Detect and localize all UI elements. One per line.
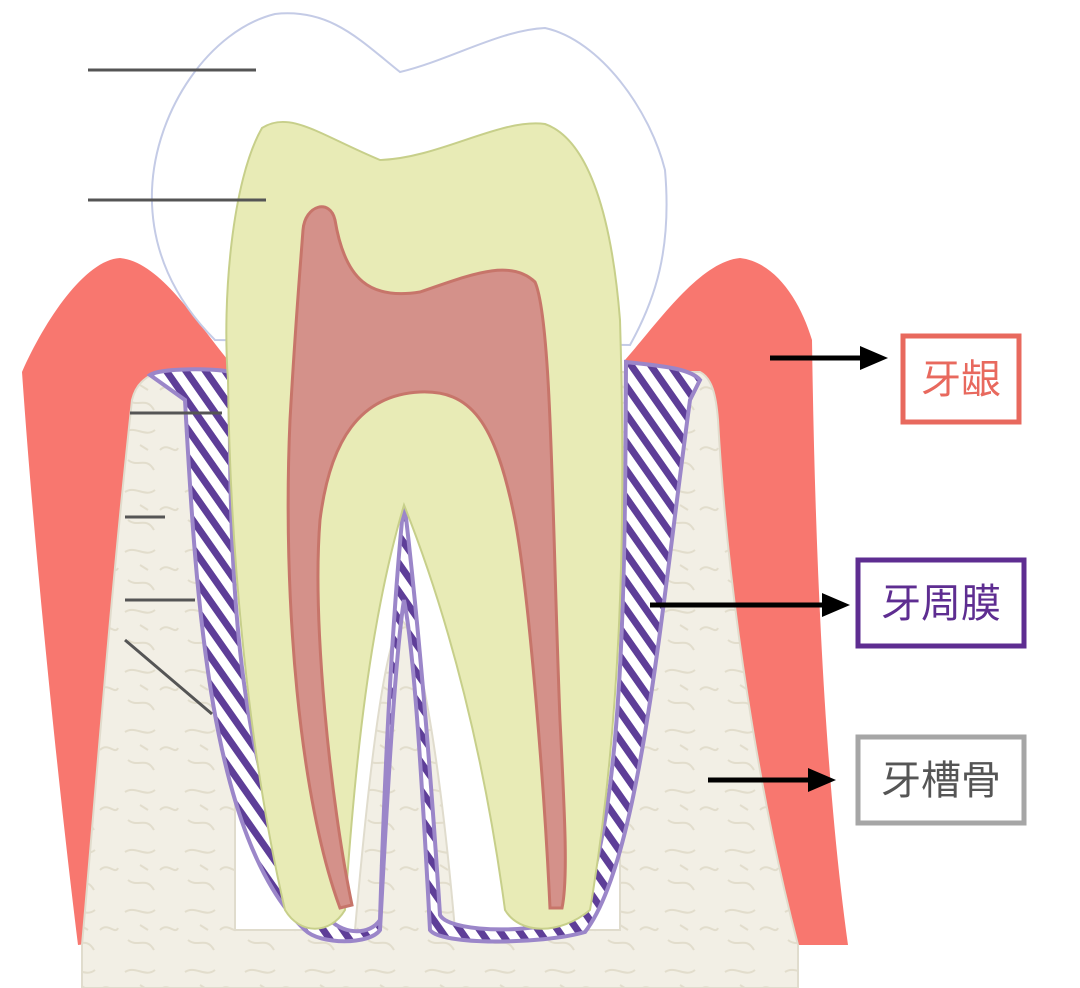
label-periodontal-ligament: 牙周膜 (881, 581, 1001, 627)
label-box-gingiva: 牙龈 (903, 336, 1019, 422)
label-alveolar-bone: 牙槽骨 (881, 758, 1001, 804)
label-box-periodontal-ligament: 牙周膜 (858, 560, 1024, 646)
label-box-alveolar-bone: 牙槽骨 (858, 737, 1024, 823)
label-gingiva: 牙龈 (921, 357, 1001, 403)
